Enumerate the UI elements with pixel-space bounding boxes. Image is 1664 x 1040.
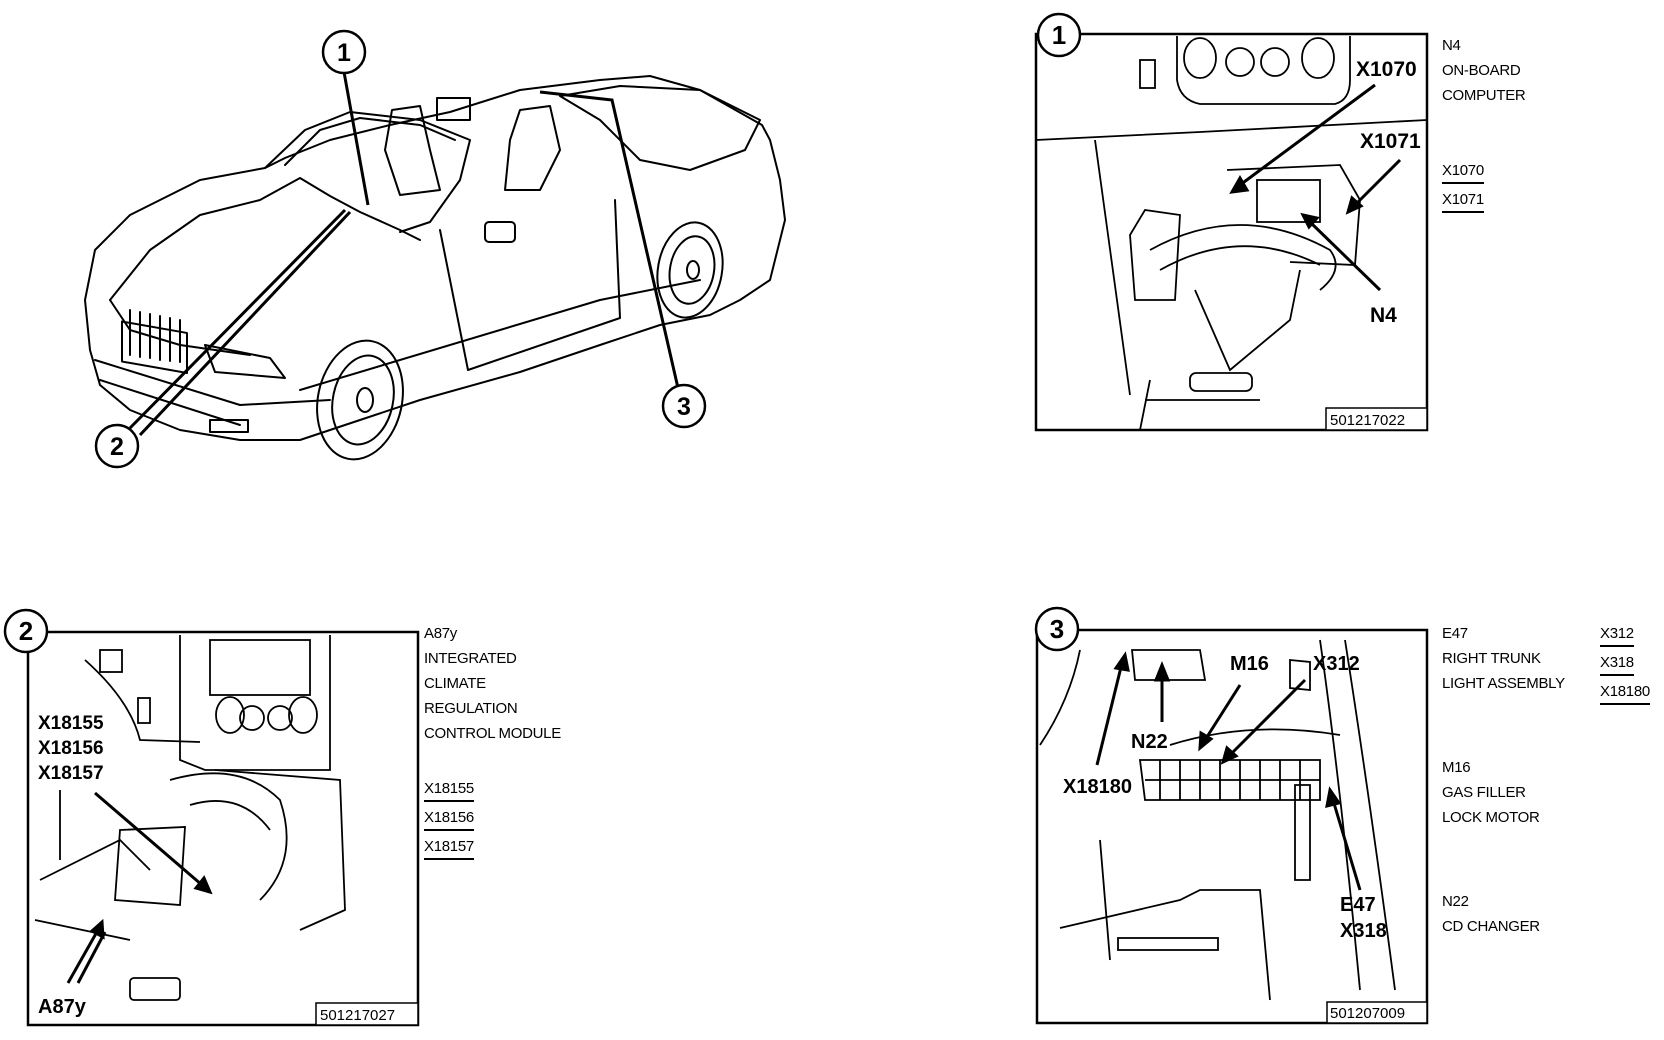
panel-2-label-a87y: A87y — [38, 996, 87, 1018]
overview-callout-1[interactable]: 1 — [321, 29, 367, 75]
car-door — [439, 199, 621, 371]
panel-3-label-x312: X312 — [1313, 653, 1360, 675]
leader-3 — [539, 90, 680, 389]
car-mirror — [484, 221, 516, 243]
panel-2-number: 2 — [19, 616, 33, 646]
panel-3-label-x318: X318 — [1340, 920, 1387, 942]
car-headrest — [436, 97, 471, 121]
legend-component-name: COMPUTER — [1442, 87, 1526, 104]
panel-3-drawing — [1039, 639, 1396, 1001]
legend-connector[interactable]: X18180 — [1600, 681, 1650, 705]
legend-connector[interactable]: X318 — [1600, 652, 1634, 676]
legend-component-code: N4 — [1442, 37, 1461, 54]
leader-1 — [342, 71, 370, 206]
callout-number: 1 — [337, 39, 351, 67]
panel-3-label-x18180: X18180 — [1063, 776, 1132, 798]
overview-leaders — [128, 71, 680, 437]
panel-3-legend: E47 RIGHT TRUNK LIGHT ASSEMBLY M16 GAS F… — [1442, 621, 1565, 939]
panel-1-arrows — [1229, 83, 1402, 292]
legend-component-name: CONTROL MODULE — [424, 725, 561, 742]
callout-number: 2 — [110, 433, 124, 461]
panel-3-frame — [1035, 628, 1429, 1025]
panel-2-legend: A87y INTEGRATED CLIMATE REGULATION CONTR… — [424, 621, 561, 863]
car-body-outline — [84, 75, 786, 441]
legend-component-name: GAS FILLER — [1442, 784, 1526, 801]
panel-3-arrows — [1095, 651, 1362, 891]
panel-2-label-x18157: X18157 — [38, 763, 104, 784]
panel-3-number: 3 — [1050, 614, 1064, 644]
panel-3-label-e47: E47 — [1340, 894, 1376, 916]
car-overview-drawing — [84, 75, 786, 461]
overview-callout-2[interactable]: 2 — [94, 423, 140, 469]
car-front-wheel — [316, 339, 404, 461]
car-headlight — [204, 344, 286, 379]
legend-connector[interactable]: X18156 — [424, 807, 474, 831]
panel-1-drawing — [1035, 36, 1428, 431]
panel-2-label-x18155: X18155 — [38, 713, 104, 734]
car-rear-wheel — [656, 221, 724, 319]
panel-1-legend: N4 ON-BOARD COMPUTER X1070 X1071 — [1442, 33, 1526, 216]
legend-component-code: E47 — [1442, 625, 1468, 642]
car-rear-seat — [504, 105, 561, 191]
panel-1-label-x1070: X1070 — [1356, 58, 1417, 81]
panel-3-figure-code: 501207009 — [1330, 1005, 1405, 1022]
car-windshield — [264, 111, 471, 233]
car-hood — [109, 177, 421, 301]
legend-component-code: N22 — [1442, 893, 1469, 910]
legend-component-name: RIGHT TRUNK — [1442, 650, 1541, 667]
legend-component-code: M16 — [1442, 759, 1471, 776]
panel-3: 3 M16 X312 N22 X18180 E47 X318 501207009 — [1034, 606, 1429, 1025]
panel-1-label-n4: N4 — [1370, 304, 1397, 327]
leader-2 — [128, 208, 347, 430]
panel-3-connector-list: X312 X318 X18180 — [1600, 621, 1650, 708]
panel-1: 1 X1070 X1071 N4 501217022 — [1034, 12, 1429, 432]
panel-2-label-x18156: X18156 — [38, 738, 104, 759]
panel-1-figure-code: 501217022 — [1330, 412, 1405, 429]
legend-component-name: ON-BOARD — [1442, 62, 1521, 79]
legend-component-name: INTEGRATED — [424, 650, 517, 667]
car-front-seat — [384, 105, 441, 196]
overview-callout-3[interactable]: 3 — [661, 383, 707, 429]
panel-2: 2 X18155 X18156 X18157 A87y 501217027 — [3, 608, 420, 1027]
legend-connector[interactable]: X18155 — [424, 778, 474, 802]
panel-3-label-m16: M16 — [1230, 653, 1269, 675]
legend-component-name: CD CHANGER — [1442, 918, 1540, 935]
panel-2-arrows — [66, 791, 213, 984]
legend-connector[interactable]: X312 — [1600, 623, 1634, 647]
legend-component-name: LOCK MOTOR — [1442, 809, 1540, 826]
car-trunk — [559, 85, 761, 171]
legend-component-name: REGULATION — [424, 700, 518, 717]
callout-number: 3 — [677, 393, 691, 421]
panel-2-frame — [26, 630, 420, 1027]
panel-3-label-n22: N22 — [1131, 731, 1168, 753]
panel-1-label-x1071: X1071 — [1360, 130, 1421, 153]
legend-component-name: LIGHT ASSEMBLY — [1442, 675, 1565, 692]
legend-component-code: A87y — [424, 625, 457, 642]
leader-2b — [138, 210, 352, 437]
legend-connector[interactable]: X18157 — [424, 836, 474, 860]
panel-2-drawing — [34, 635, 346, 1001]
car-grille — [121, 320, 188, 374]
panel-1-frame — [1034, 32, 1429, 432]
panel-1-number: 1 — [1052, 20, 1066, 50]
legend-component-name: CLIMATE — [424, 675, 486, 692]
legend-connector[interactable]: X1070 — [1442, 160, 1484, 184]
panel-2-figure-code: 501217027 — [320, 1007, 395, 1024]
legend-connector[interactable]: X1071 — [1442, 189, 1484, 213]
